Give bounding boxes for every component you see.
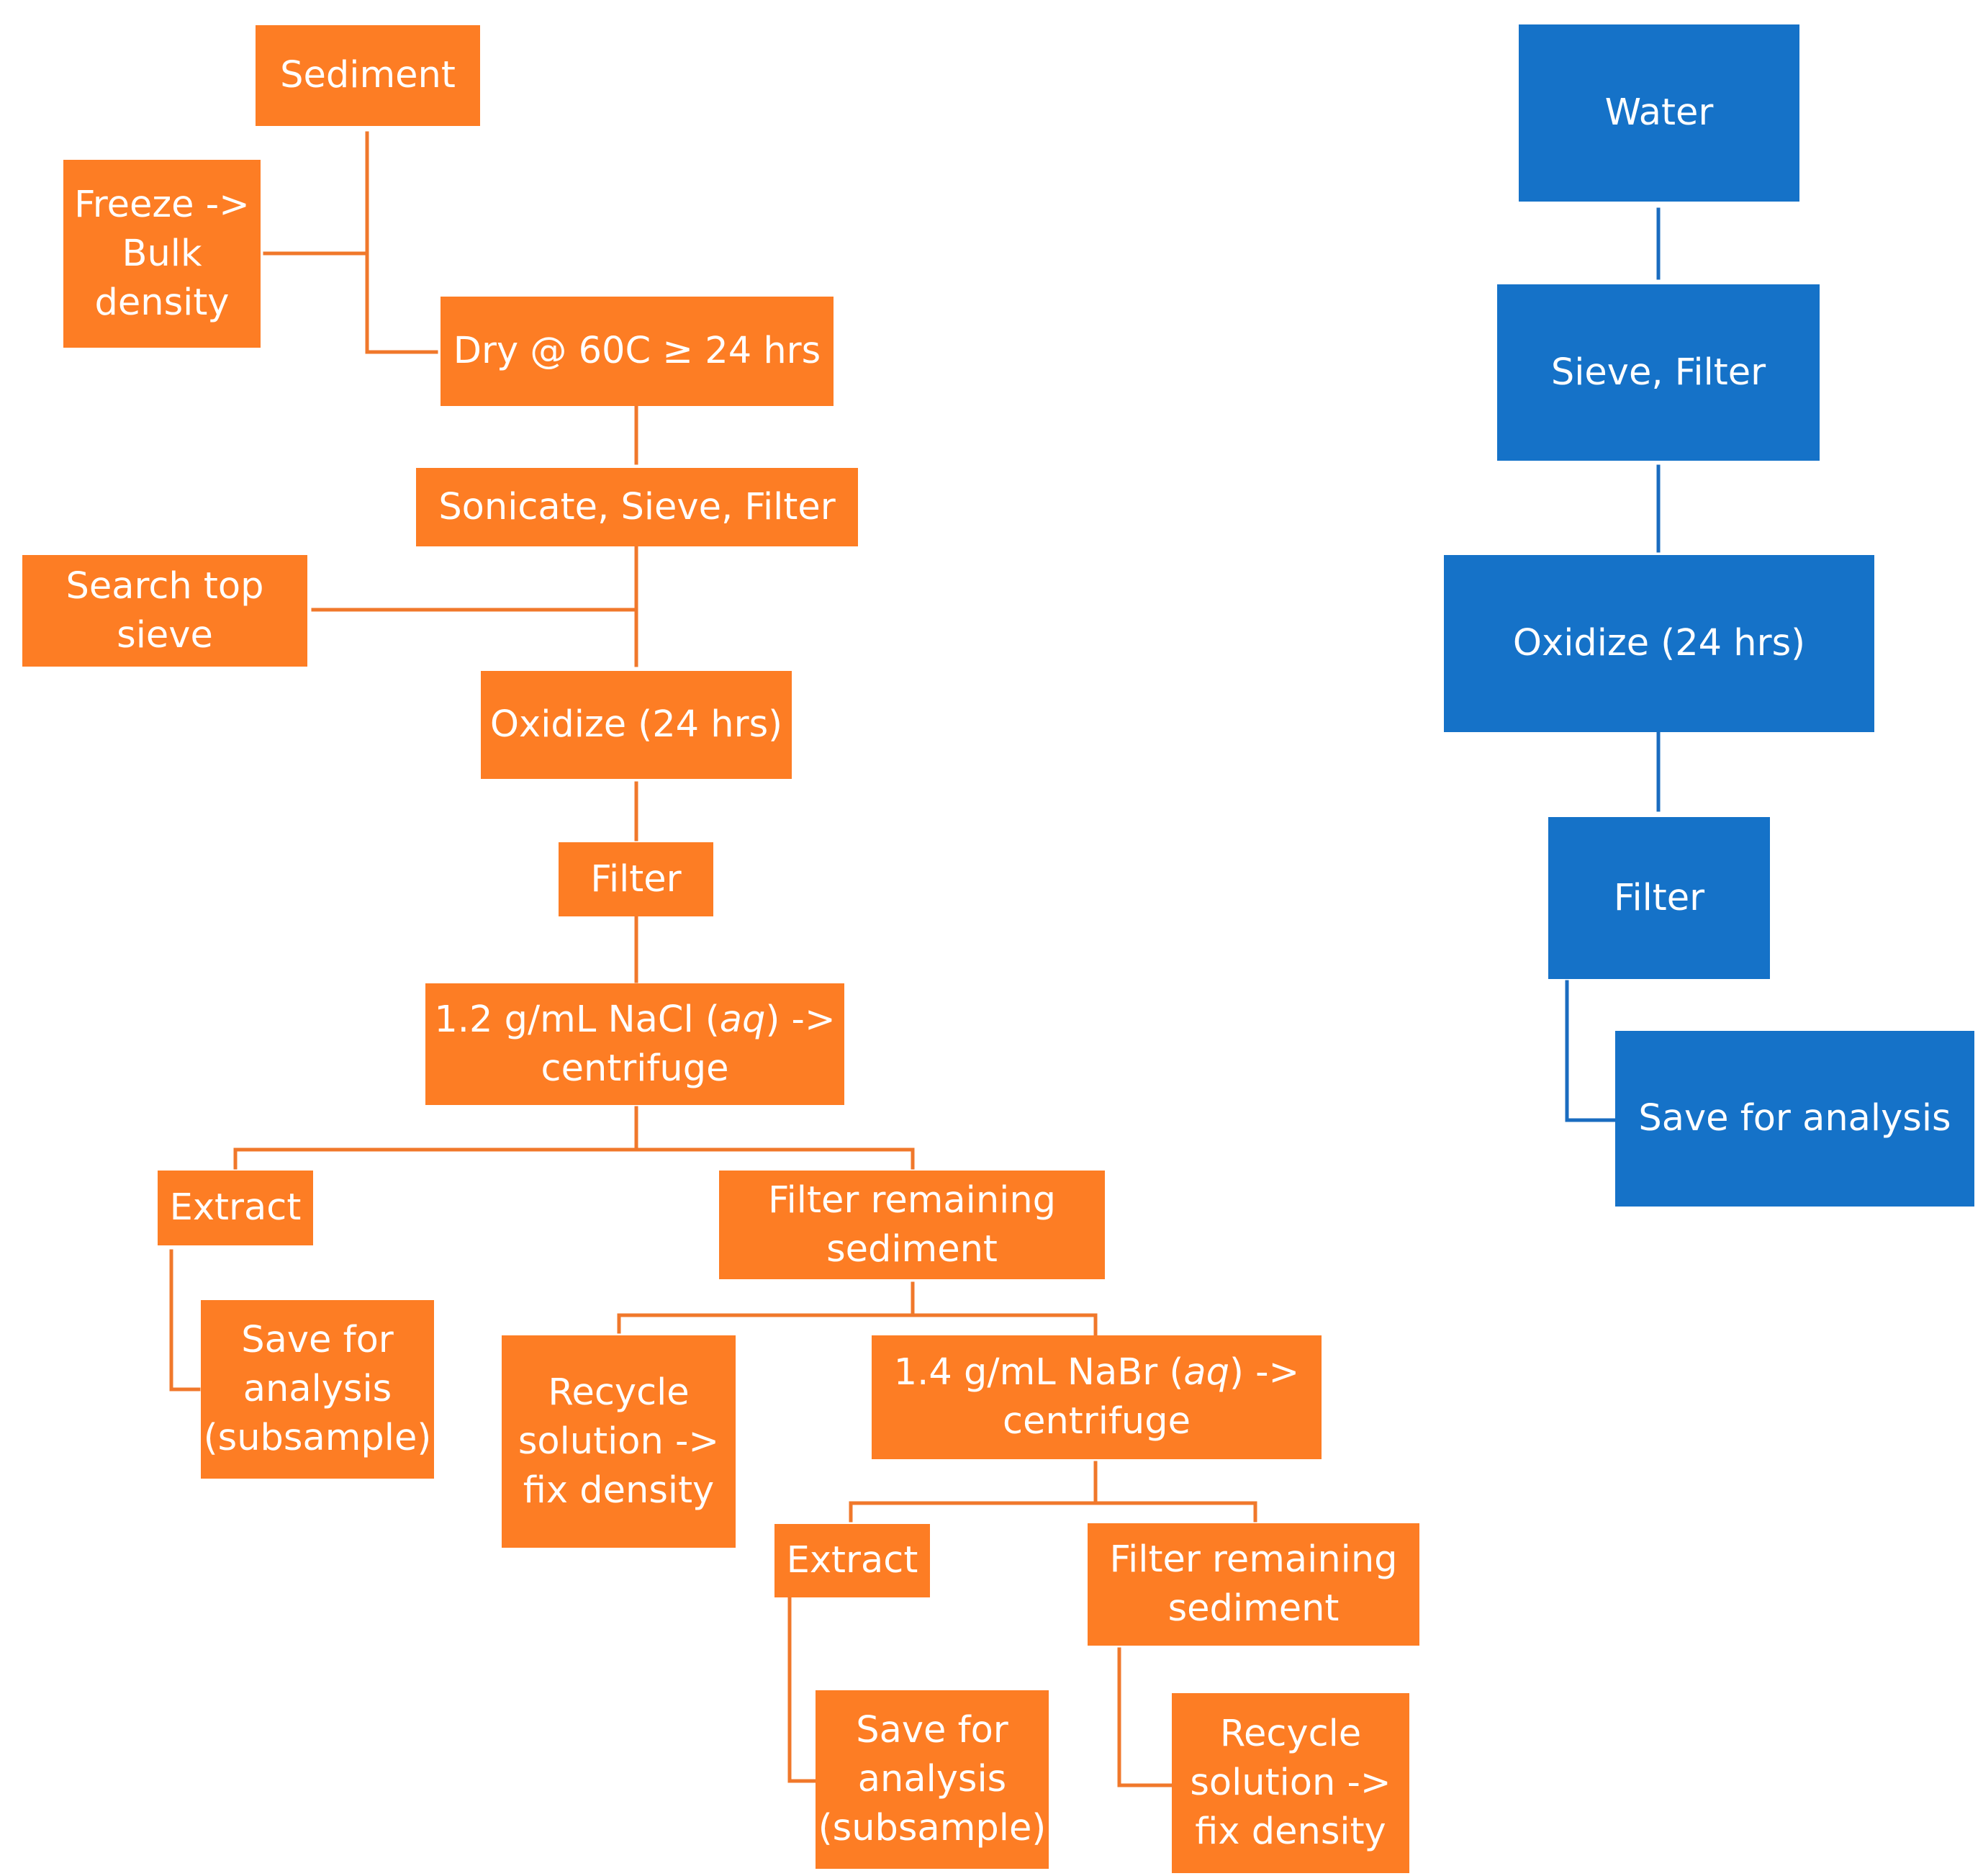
extract-node-1: Extract — [158, 1171, 313, 1245]
water-oxidize-node: Oxidize (24 hrs) — [1444, 555, 1874, 732]
connector-extract2-to-save2 — [787, 1597, 818, 1783]
filter-node: Filter — [559, 842, 713, 916]
connector-sediment-to-dry — [365, 131, 438, 354]
filter-remaining-sediment-node-2: Filter remaining sediment — [1088, 1523, 1419, 1646]
filter-remaining-sediment-node-1: Filter remaining sediment — [719, 1171, 1105, 1279]
recycle-solution-node-2: Recycle solution -> fix density — [1172, 1693, 1409, 1873]
freeze-bulk-density-node: Freeze -> Bulk density — [63, 160, 261, 348]
dry-node: Dry @ 60C ≥ 24 hrs — [441, 297, 834, 406]
water-sieve-filter-node: Sieve, Filter — [1497, 284, 1820, 461]
connector-filter-to-save — [1565, 980, 1617, 1122]
save-for-analysis-node-1: Save for analysis (subsample) — [201, 1300, 434, 1479]
sonicate-sieve-filter-node: Sonicate, Sieve, Filter — [416, 468, 858, 546]
search-top-sieve-node: Search top sieve — [22, 555, 307, 667]
connector-extract1-to-save1 — [169, 1249, 201, 1392]
nabr-centrifuge-node: 1.4 g/mL NaBr (aq) -> centrifuge — [872, 1335, 1322, 1459]
connector-filter1-split — [617, 1313, 1098, 1337]
recycle-solution-node-1: Recycle solution -> fix density — [502, 1335, 736, 1548]
nacl-centrifuge-node: 1.2 g/mL NaCl (aq) -> centrifuge — [425, 983, 844, 1105]
connector-nabr-split — [849, 1501, 1257, 1523]
extract-node-2: Extract — [774, 1524, 930, 1597]
water-node: Water — [1519, 24, 1799, 202]
water-save-for-analysis-node: Save for analysis — [1615, 1031, 1974, 1207]
water-filter-node: Filter — [1548, 817, 1770, 979]
connector-nacl-split — [233, 1147, 915, 1170]
save-for-analysis-node-2: Save for analysis (subsample) — [816, 1690, 1049, 1869]
connector-filter2-to-recycle2 — [1117, 1647, 1174, 1787]
oxidize-node: Oxidize (24 hrs) — [481, 671, 792, 779]
sediment-node: Sediment — [256, 25, 480, 126]
